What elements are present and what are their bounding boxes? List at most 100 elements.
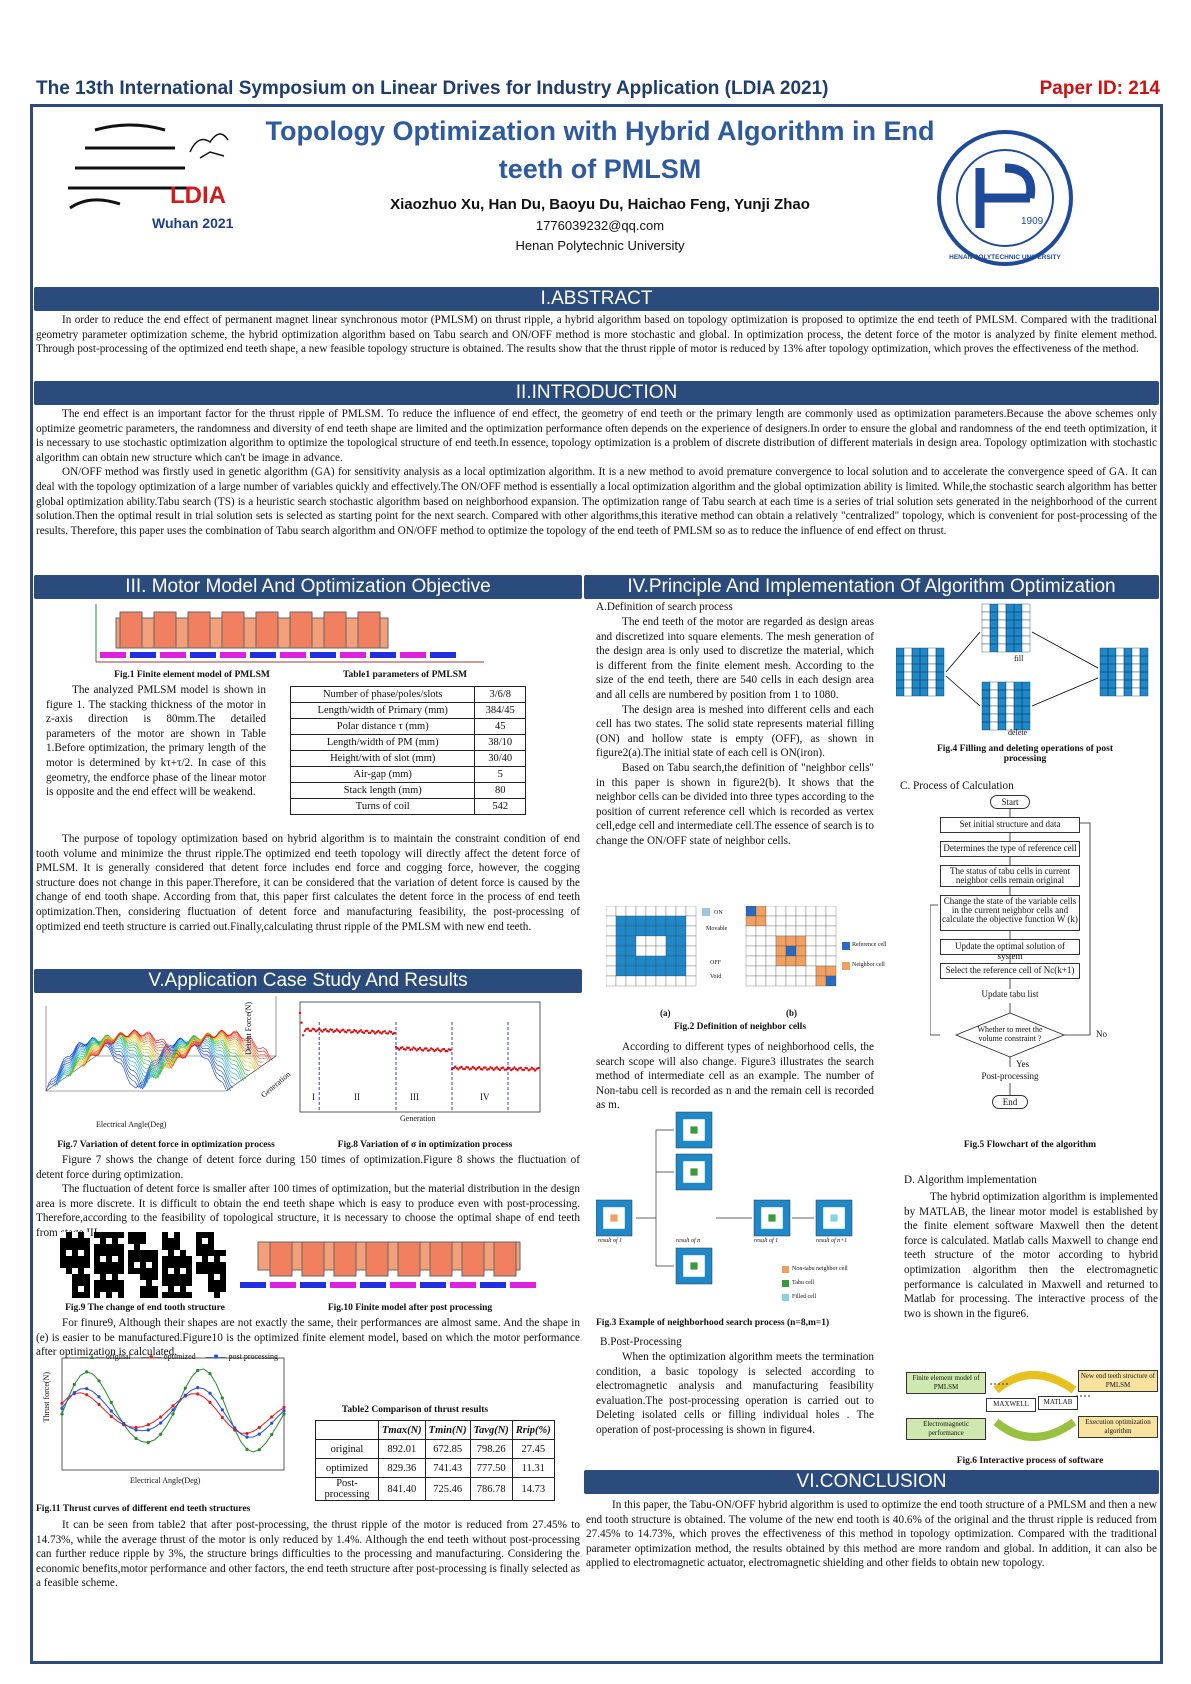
fig9-cell (134, 1292, 140, 1298)
fig9-cell (180, 1238, 186, 1244)
table1-value: 5 (474, 766, 526, 783)
fig9-cell (174, 1250, 180, 1256)
fig4-cell (1132, 656, 1140, 664)
section-application: V.Application Case Study And Results (34, 969, 582, 993)
fig8-point (335, 1028, 338, 1031)
fig11-marker (233, 1426, 237, 1430)
fig4-cell (904, 680, 912, 688)
fig9-cell (106, 1274, 112, 1280)
fig9-cell (60, 1280, 66, 1286)
fig4-cell (928, 680, 936, 688)
fig9-cell (60, 1274, 66, 1280)
fig9-cell (152, 1232, 158, 1238)
principle-d-paragraph-1: The hybrid optimization algorithm is imp… (904, 1191, 1158, 1320)
table1-param: Turns of coil (289, 798, 476, 815)
fig11-marker (85, 1387, 89, 1391)
fig10-model (240, 1234, 540, 1298)
fig11-marker (220, 1408, 224, 1412)
fig9-cell (168, 1232, 174, 1238)
fig9-cell (134, 1262, 140, 1268)
fig9-cell (168, 1268, 174, 1274)
fig4-cell (1006, 698, 1014, 706)
principle-a-paragraph-4: According to different types of neighbor… (596, 1041, 874, 1112)
fig2b-cell (815, 975, 827, 987)
fig3-branch (655, 1218, 674, 1267)
fig2a-cell (645, 915, 657, 927)
fig3-legend-3: Filled cell (792, 1294, 817, 1300)
fig3-ref (830, 1214, 838, 1222)
fig2b-cell (795, 955, 807, 967)
legend-post: —■— post processing (205, 1352, 279, 1361)
fig8-point (522, 1068, 526, 1072)
fig2b-cell (805, 975, 817, 987)
motor-paragraph-1-text: The analyzed PMLSM model is shown in fig… (46, 684, 266, 799)
fig2a-cell (635, 935, 647, 947)
legend-optimized: —●— optimized (140, 1352, 196, 1361)
fig8-point (298, 1011, 302, 1015)
fig8-point (466, 1066, 470, 1069)
fig8-stage-3: III (410, 1092, 419, 1102)
fig8-point (362, 1031, 366, 1035)
fig8-point (492, 1068, 495, 1072)
fig8-point (481, 1068, 484, 1071)
fig2a-cell (605, 925, 617, 937)
fig4-cell (1022, 620, 1030, 628)
principle-b-paragraph-1: When the optimization algorithm meets th… (596, 1351, 874, 1436)
fig4-cell (1116, 680, 1124, 688)
fig2a-cell (665, 905, 677, 917)
fig8-point (439, 1050, 442, 1053)
fig9-cell (202, 1292, 208, 1298)
fig11-marker (159, 1432, 163, 1436)
fig4-cell (1116, 688, 1124, 696)
fig9-cell (66, 1286, 72, 1292)
fig8-point (436, 1047, 439, 1050)
fig3-label-n: result of n (676, 1238, 701, 1244)
fig6-graphic (990, 1371, 1092, 1441)
fig9-cell (140, 1280, 146, 1286)
fig3-ref (690, 1168, 698, 1176)
fig4-arrow (945, 675, 981, 707)
fig8-point (519, 1066, 522, 1069)
fig2a-cell (675, 975, 687, 987)
fig3-search: result of 1 result of n result of 1 resu… (595, 1108, 896, 1308)
fig4-cell (1132, 688, 1140, 696)
fig4-cell (990, 722, 998, 730)
poster-frame (30, 104, 1163, 1664)
fig7-surface-line (92, 1029, 273, 1061)
fig2a-cell (625, 905, 637, 917)
fig2a-cell (645, 905, 657, 917)
fig8-point (470, 1067, 473, 1070)
fig8-point (396, 1047, 399, 1050)
fig9-cell (180, 1232, 186, 1238)
fig11-marker (183, 1393, 187, 1397)
fig2b-cell (775, 915, 787, 927)
fig8-stage-1: I (312, 1092, 315, 1102)
fig2a-cell (605, 965, 617, 977)
fig11-marker (146, 1440, 150, 1444)
fig9-cell (134, 1286, 140, 1292)
fig8-point (327, 1030, 330, 1033)
fig7-surface-line (52, 1037, 233, 1090)
intro-text: The end effect is an important factor fo… (36, 407, 1157, 538)
fig9-cell (208, 1256, 214, 1262)
table2-label: original (315, 1439, 379, 1459)
fig8-point (490, 1067, 494, 1070)
fig2b-cell (745, 955, 757, 967)
table2-value: 829.36 (378, 1458, 426, 1478)
principle-a-paragraph-1: The end teeth of the motor are regarded … (596, 616, 874, 701)
fig2b-cell (755, 915, 767, 927)
fig7-surface-line (47, 1037, 229, 1091)
fig4-cell (998, 636, 1006, 644)
fig9-end-tooth (60, 1232, 230, 1302)
fig4-cell (1116, 664, 1124, 672)
fig11-marker (159, 1421, 163, 1425)
fig2a-cell (685, 915, 697, 927)
fig2a-cell (605, 905, 617, 917)
fig8-xlabel: Generation (400, 1114, 436, 1123)
fig2b-cell (775, 965, 787, 977)
fig11-marker (134, 1425, 138, 1430)
fig9-cell (146, 1238, 152, 1244)
table2-value: 11.31 (511, 1458, 555, 1478)
fig7-surface-line (50, 1037, 231, 1091)
fig9-cell (60, 1232, 66, 1238)
